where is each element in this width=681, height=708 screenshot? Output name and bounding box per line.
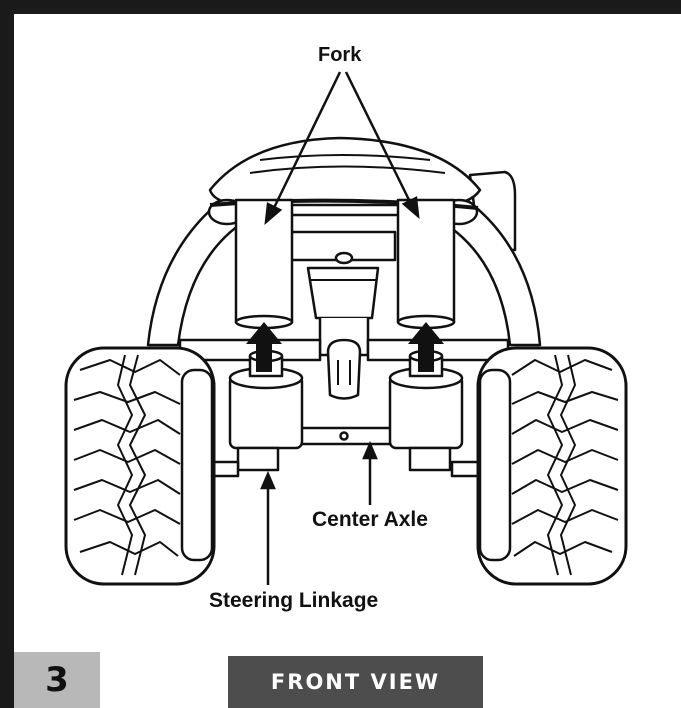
step-number-badge: 3 <box>14 652 100 708</box>
vehicle-illustration <box>64 136 628 586</box>
right-fork-tube <box>396 198 456 324</box>
center-axle-label: Center Axle <box>312 508 428 531</box>
right-gearbox <box>388 349 464 472</box>
view-title-banner: FRONT VIEW <box>228 656 483 708</box>
callout-lines <box>260 71 420 585</box>
install-arrows <box>246 322 444 372</box>
fork-leader-right <box>344 71 414 207</box>
view-title: FRONT VIEW <box>270 670 441 694</box>
fork-label: Fork <box>318 44 362 66</box>
left-fork-tube <box>234 198 294 324</box>
right-install-arrow <box>408 322 444 372</box>
steering-linkage-label: Steering Linkage <box>209 589 379 612</box>
fork-leader-left <box>270 71 342 213</box>
right-tire <box>476 346 628 586</box>
center-column <box>306 266 380 320</box>
steering-bracket <box>326 338 362 400</box>
left-tire <box>64 346 216 586</box>
step-number: 3 <box>45 660 69 700</box>
left-install-arrow <box>246 322 282 372</box>
